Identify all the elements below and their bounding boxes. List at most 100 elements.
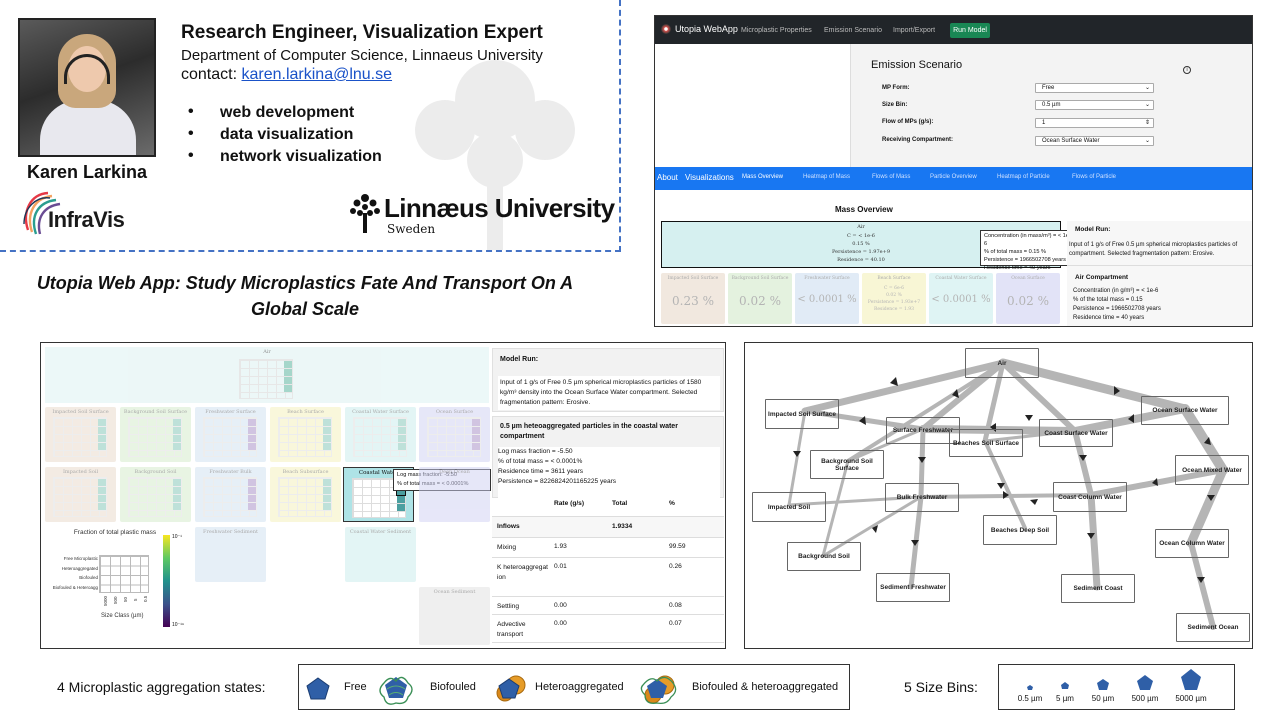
node-label: Background Soil Surface <box>821 457 873 472</box>
tab-particle-overview[interactable]: Particle Overview <box>930 174 977 180</box>
coastal-water-card[interactable]: Coastal Water <box>343 467 414 522</box>
nav-microplastic-properties[interactable]: Microplastic Properties <box>741 27 812 34</box>
pentagon-500um-icon <box>1137 675 1153 690</box>
air-heatmap-card[interactable]: Air <box>45 347 489 403</box>
flow-percent: 0.26 <box>669 563 682 570</box>
heatmap-card[interactable]: Ocean Surface <box>419 407 490 462</box>
heatmap-card-title: Freshwater Bulk <box>209 469 252 475</box>
compartment-card[interactable]: Coastal Water Surface< 0.0001 % <box>929 273 993 324</box>
heatmap-card[interactable]: Coastal Water Sediment <box>345 527 416 582</box>
heatmap-card-title: Freshwater Surface <box>205 409 256 415</box>
university-name: Linnæus University <box>384 193 615 223</box>
heatmap-card[interactable]: Freshwater Bulk <box>195 467 266 522</box>
info-icon[interactable]: i <box>1183 66 1191 74</box>
node-sediment-coast[interactable]: Sediment Coast <box>1061 574 1135 603</box>
size-bin-select[interactable]: 0.5 µm⌄ <box>1035 100 1154 110</box>
node-ocean-surface-water[interactable]: Ocean Surface Water <box>1141 396 1229 425</box>
flow-input[interactable]: 1⇕ <box>1035 118 1154 128</box>
agg-label-heteroaggregated: Heteroaggregated <box>535 681 624 693</box>
colorbar-min: 10⁻¹⁹ <box>172 622 185 628</box>
tab-visualizations[interactable]: Visualizations <box>685 173 734 182</box>
heatmap-card[interactable]: Impacted Soil Surface <box>45 407 116 462</box>
size-bin-label: 50 µm <box>1091 694 1115 703</box>
node-air[interactable]: Air <box>965 348 1039 378</box>
node-coast-column-water[interactable]: Coast Column Water <box>1053 482 1127 512</box>
heatmap-cell <box>173 435 181 442</box>
node-impacted-soil[interactable]: Impacted Soil <box>752 492 826 522</box>
nav-import-export[interactable]: Import/Export <box>893 27 936 34</box>
compartment-card[interactable]: Freshwater Surface< 0.0001 % <box>795 273 859 324</box>
node-bulk-freshwater[interactable]: Bulk Freshwater <box>885 483 959 512</box>
mass-overview-title: Mass Overview <box>835 205 893 214</box>
selected-line: Log mass fraction = -5.50 <box>498 448 573 455</box>
node-sediment-freshwater[interactable]: Sediment Freshwater <box>876 573 950 602</box>
heatmap-card[interactable]: Background Soil <box>120 467 191 522</box>
brand[interactable]: Utopia WebApp <box>675 24 738 34</box>
heatmap-cell <box>173 503 181 510</box>
heatmap-card[interactable]: Freshwater Surface <box>195 407 266 462</box>
heatmap-card[interactable]: Beach Subsurface <box>270 467 341 522</box>
profile-photo <box>18 18 156 157</box>
node-coast-surface-water[interactable]: Coast Surface Water <box>1039 419 1113 447</box>
heatmap-grid <box>128 417 182 457</box>
heatmap-card[interactable]: Background Soil Surface <box>120 407 191 462</box>
node-ocean-column-water[interactable]: Ocean Column Water <box>1155 529 1229 558</box>
heatmap-card[interactable]: Coastal Water Surface <box>345 407 416 462</box>
run-model-button[interactable]: Run Model <box>950 23 990 38</box>
mp-form-value: Free <box>1042 85 1055 91</box>
mp-form-select[interactable]: Free⌄ <box>1035 83 1154 93</box>
heatmap-card[interactable]: Ocean Sediment <box>419 587 490 645</box>
heatmap-card-title: Impacted Soil <box>62 469 99 475</box>
flow-name: K heteroaggregat ion <box>497 564 548 581</box>
node-sediment-ocean[interactable]: Sediment Ocean <box>1176 613 1250 642</box>
heatmap-card[interactable]: Deep Ocean <box>419 467 490 522</box>
tab-mass-overview[interactable]: Mass Overview <box>742 174 784 180</box>
network-diagram: Air Impacted Soil Surface Surface Freshw… <box>744 342 1253 649</box>
node-background-soil[interactable]: Background Soil <box>787 542 861 571</box>
legend-row-label: Biofouled <box>79 575 98 580</box>
infravis-logo-text: InfraVis <box>48 207 125 232</box>
node-surface-freshwater[interactable]: Surface Freshwater <box>886 417 960 444</box>
heatmap-cell <box>173 479 181 486</box>
selected-line: Residence time = 3611 years <box>498 468 584 475</box>
tab-flows-of-particle[interactable]: Flows of Particle <box>1072 174 1117 180</box>
tab-heatmap-of-particle[interactable]: Heatmap of Particle <box>997 174 1050 180</box>
tab-flows-of-mass[interactable]: Flows of Mass <box>872 174 911 180</box>
heatmap-card[interactable]: Beach Surface <box>270 407 341 462</box>
node-impacted-soil-surface[interactable]: Impacted Soil Surface <box>765 399 839 429</box>
tab-heatmap-of-mass[interactable]: Heatmap of Mass <box>803 174 851 180</box>
node-background-soil-surface[interactable]: Background Soil Surface <box>810 450 884 479</box>
node-label: Impacted Soil Surface <box>768 410 836 418</box>
chevron-down-icon: ⌄ <box>1144 102 1150 108</box>
node-beaches-deep-soil[interactable]: Beaches Deep Soil <box>983 515 1057 545</box>
colorbar-max: 10⁻¹ <box>172 534 182 540</box>
heatmap-grid <box>128 477 182 517</box>
pentagon-5000um-icon <box>1181 669 1201 690</box>
email-link[interactable]: karen.larkina@lnu.se <box>241 66 393 83</box>
tab-about[interactable]: About <box>657 173 678 182</box>
nav-emission-scenario[interactable]: Emission Scenario <box>824 27 882 34</box>
heatmap-card[interactable]: Impacted Soil <box>45 467 116 522</box>
heatmap-grid <box>278 417 332 457</box>
tooltip-line: Residence time = 40 years <box>984 265 1051 271</box>
heatmap-card-title: Background Soil <box>134 469 177 475</box>
stepper-icon[interactable]: ⇕ <box>1144 120 1150 126</box>
heatmap-card[interactable]: Freshwater Sediment <box>195 527 266 582</box>
heatmap-cell <box>284 361 292 368</box>
heatmap-grid <box>239 359 293 399</box>
node-label: Ocean Column Water <box>1159 540 1225 547</box>
air-tooltip: Concentration (in mass/m³) = < 1e-6 % of… <box>980 230 1076 271</box>
air-line: Residence = 40.10 <box>837 257 885 263</box>
compartment-card-title: Coastal Water Surface <box>935 276 987 281</box>
table-header: Rate (g/s) Total % <box>492 500 724 516</box>
heatmap-cell-selected[interactable] <box>396 487 406 496</box>
heatmap-grid <box>203 477 257 517</box>
node-ocean-mixed-water[interactable]: Ocean Mixed Water <box>1175 455 1249 485</box>
heatmap-cell <box>284 385 292 392</box>
node-beaches-soil-surface[interactable]: Beaches Soil Surface <box>949 429 1023 457</box>
receiving-compartment-select[interactable]: Ocean Surface Water⌄ <box>1035 136 1154 146</box>
